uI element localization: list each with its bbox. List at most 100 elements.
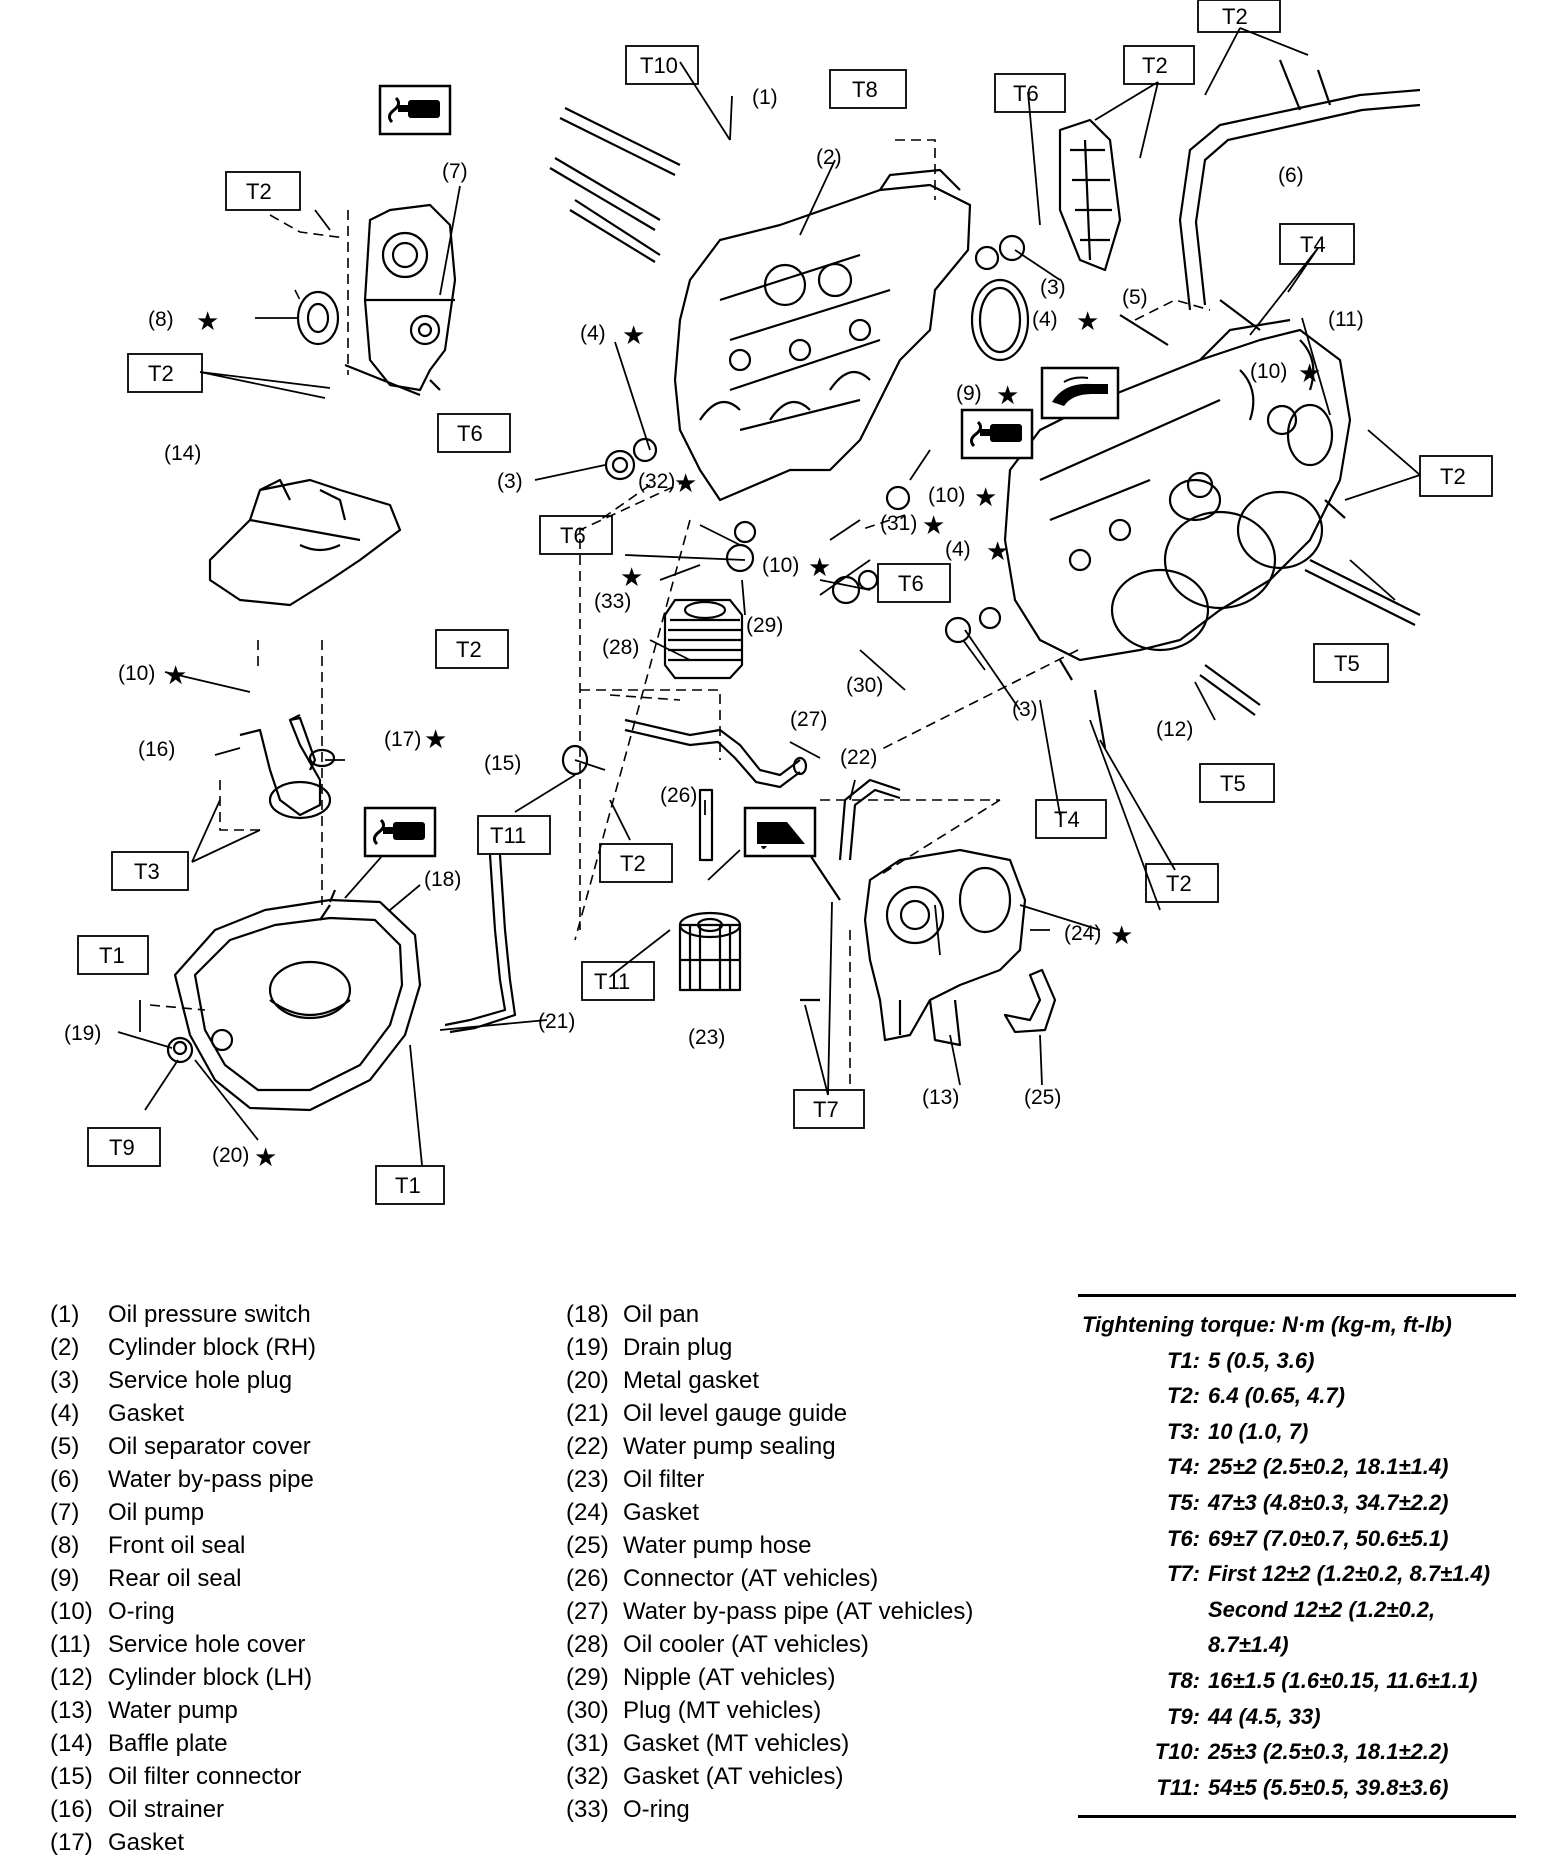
- part-name: Water pump hose: [623, 1532, 812, 1559]
- torque-box-t2-top: T2: [1123, 45, 1195, 85]
- callout-10d: (10): [118, 662, 155, 685]
- part-name: Oil filter: [623, 1466, 705, 1493]
- part-number: (29): [566, 1664, 609, 1691]
- parts-list-item: (2)Cylinder block (RH): [50, 1331, 316, 1364]
- callout-4a: (4): [580, 322, 606, 345]
- torque-box-t8: T8: [829, 69, 907, 109]
- oil-filter-shape: [678, 911, 742, 992]
- part-number: (26): [566, 1565, 609, 1592]
- star-4a: ★: [622, 321, 645, 351]
- torque-box-t6-lower: T6: [877, 563, 951, 603]
- parts-list-item: (26)Connector (AT vehicles): [566, 1562, 973, 1595]
- callout-7: (7): [442, 160, 468, 183]
- part-number: (11): [50, 1631, 91, 1658]
- torque-key: T10:: [1154, 1739, 1200, 1765]
- part-name: Oil level gauge guide: [623, 1400, 848, 1427]
- part-name: Water pump sealing: [623, 1433, 836, 1460]
- svg-text:T9: T9: [109, 1135, 135, 1160]
- torque-box-t4-lower: T4: [1035, 799, 1107, 839]
- oil-cooler-shape: [663, 598, 744, 680]
- part-number: (1): [50, 1301, 80, 1328]
- water-pump-hose-shape: [1003, 968, 1057, 1034]
- torque-value-continued: 8.7±1.4): [1208, 1632, 1289, 1658]
- svg-text:T11: T11: [594, 969, 630, 994]
- star-24: ★: [1110, 921, 1133, 951]
- cylinder-block-rh-shape: [673, 168, 972, 502]
- torque-row: T3:10 (1.0, 7): [1078, 1414, 1516, 1450]
- torque-row: T9:44 (4.5, 33): [1078, 1699, 1516, 1735]
- torque-box-t1-bottom: T1: [375, 1165, 445, 1205]
- torque-box-t4-top: T4: [1279, 223, 1355, 265]
- torque-row: T11:54±5 (5.5±0.5, 39.8±3.6): [1078, 1770, 1516, 1806]
- sealant-icon-cylinder-block: [960, 408, 1034, 460]
- star-8: ★: [196, 307, 219, 337]
- callout-15: (15): [484, 752, 521, 775]
- part-name: Oil pump: [108, 1499, 205, 1526]
- callout-17: (17): [384, 728, 421, 751]
- torque-box-t6-left: T6: [437, 413, 511, 453]
- parts-list-item: (10)O-ring: [50, 1595, 316, 1628]
- part-number: (33): [566, 1796, 609, 1823]
- torque-value: 44 (4.5, 33): [1208, 1703, 1321, 1729]
- part-number: (13): [50, 1697, 93, 1724]
- oil-level-gauge-guide-shape: [444, 854, 517, 1034]
- torque-box-t5-upper: T5: [1313, 643, 1389, 683]
- tightening-torque-table: Tightening torque: N·m (kg-m, ft-lb) T1:…: [1078, 1294, 1516, 1819]
- svg-text:T1: T1: [99, 943, 125, 968]
- part-name: Gasket (AT vehicles): [623, 1763, 844, 1790]
- torque-value: 6.4 (0.65, 4.7): [1208, 1383, 1345, 1409]
- parts-list-item: (21)Oil level gauge guide: [566, 1397, 973, 1430]
- part-number: (14): [50, 1730, 93, 1757]
- part-number: (19): [566, 1334, 609, 1361]
- parts-list-item: (12) Cylinder block (LH): [50, 1661, 316, 1694]
- callout-30: (30): [846, 674, 883, 697]
- star-17: ★: [424, 725, 447, 755]
- parts-list-item: (33)O-ring: [566, 1793, 973, 1826]
- callout-10b: (10): [928, 484, 965, 507]
- star-33: ★: [620, 563, 643, 593]
- parts-list-item: (32)Gasket (AT vehicles): [566, 1760, 973, 1793]
- callout-24: (24): [1064, 922, 1101, 945]
- part-name: Oil strainer: [108, 1796, 225, 1823]
- torque-box-t2-lower-right: T2: [1145, 863, 1219, 903]
- callout-22: (22): [840, 746, 877, 769]
- callout-2: (2): [816, 146, 842, 169]
- water-pump-sealing-shape: [838, 778, 901, 861]
- parts-list-item: (4)Gasket: [50, 1397, 316, 1430]
- callout-19: (19): [64, 1022, 101, 1045]
- callout-13: (13): [922, 1086, 959, 1109]
- part-number: (3): [50, 1367, 80, 1394]
- torque-value: 5 (0.5, 3.6): [1208, 1347, 1315, 1373]
- oil-pan-shape: [173, 889, 422, 1112]
- star-markers: ★ ★ ★ ★ ★ ★ ★ ★ ★ ★ ★ ★ ★ ★ ★: [164, 307, 1321, 1173]
- callout-9: (9): [956, 382, 982, 405]
- part-name: Oil pan: [623, 1301, 700, 1328]
- svg-text:T6: T6: [560, 523, 586, 548]
- oil-strainer-shape: [239, 714, 332, 820]
- baffle-plate-shape: [208, 478, 402, 607]
- parts-list-item: (29)Nipple (AT vehicles): [566, 1661, 973, 1694]
- svg-text:T3: T3: [134, 859, 160, 884]
- svg-text:T1: T1: [395, 1173, 421, 1198]
- callout-5: (5): [1122, 286, 1148, 309]
- sealant-icon-oil-pan: [363, 806, 437, 858]
- callout-29: (29): [746, 614, 783, 637]
- part-number: (30): [566, 1697, 609, 1724]
- torque-key: T7:: [1167, 1561, 1200, 1587]
- part-number: (10): [50, 1598, 93, 1625]
- torque-box-t1-left: T1: [77, 935, 149, 975]
- torque-row: T10:25±3 (2.5±0.3, 18.1±2.2): [1078, 1734, 1516, 1770]
- torque-key: T1:: [1167, 1347, 1200, 1373]
- part-name: Gasket: [108, 1400, 185, 1427]
- torque-value: 16±1.5 (1.6±0.15, 11.6±1.1): [1208, 1667, 1478, 1693]
- part-name: Cylinder block (LH): [108, 1664, 313, 1691]
- parts-list-item: (1)Oil pressure switch: [50, 1298, 316, 1331]
- callout-3a: (3): [1040, 276, 1066, 299]
- exploded-engine-diagram: (1) (2) (3) (3) (3) (4) (4) (4) (5) (6) …: [64, 0, 1493, 1205]
- sealant-icon-oil-pump: [378, 84, 452, 136]
- part-number: (12): [50, 1664, 93, 1691]
- star-9: ★: [996, 381, 1019, 411]
- torque-box-t2-top-right: T2: [1197, 0, 1281, 33]
- parts-list-column-2: (18)Oil pan(19)Drain plug(20)Metal gaske…: [566, 1298, 973, 1826]
- torque-value: 25±2 (2.5±0.2, 18.1±1.4): [1208, 1454, 1449, 1480]
